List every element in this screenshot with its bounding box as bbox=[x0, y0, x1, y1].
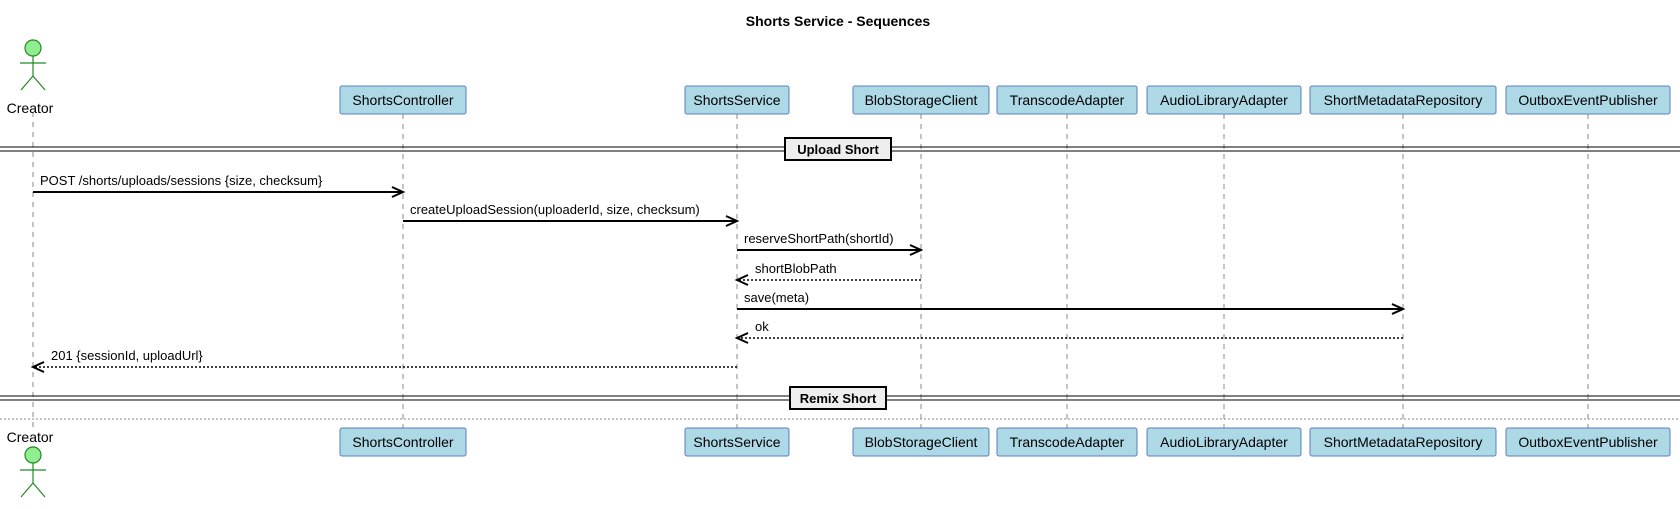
participant-label: ShortsController bbox=[352, 92, 453, 108]
arrowhead-icon bbox=[391, 186, 406, 198]
messages: POST /shorts/uploads/sessions {size, che… bbox=[30, 173, 1406, 373]
participant-box bbox=[339, 85, 467, 115]
participant-box bbox=[684, 427, 790, 457]
participant-box bbox=[1146, 427, 1302, 457]
message-return: 201 {sessionId, uploadUrl} bbox=[30, 348, 737, 373]
participant-box bbox=[1505, 85, 1671, 115]
actor-leg-icon bbox=[32, 482, 46, 498]
participant-label: OutboxEventPublisher bbox=[1518, 434, 1658, 450]
participant-audio-library-adapter-top: AudioLibraryAdapter bbox=[1146, 85, 1302, 115]
message-label: createUploadSession(uploaderId, size, ch… bbox=[410, 202, 700, 217]
actor-head-icon bbox=[24, 446, 42, 464]
participant-audio-library-adapter-bottom: AudioLibraryAdapter bbox=[1146, 427, 1302, 457]
arrowhead-icon bbox=[1391, 303, 1406, 315]
participant-label: ShortsService bbox=[693, 434, 780, 450]
actor-leg-icon bbox=[32, 75, 46, 91]
message-call: save(meta) bbox=[737, 290, 1406, 315]
participant-box bbox=[1309, 85, 1497, 115]
actor-label: Creator bbox=[7, 100, 54, 116]
participant-box bbox=[996, 427, 1138, 457]
participant-short-metadata-repository-bottom: ShortMetadataRepository bbox=[1309, 427, 1497, 457]
message-call: createUploadSession(uploaderId, size, ch… bbox=[403, 202, 740, 227]
participant-box bbox=[996, 85, 1138, 115]
message-return: shortBlobPath bbox=[734, 261, 921, 286]
arrowhead-icon bbox=[734, 274, 749, 286]
message-call: POST /shorts/uploads/sessions {size, che… bbox=[33, 173, 406, 198]
divider-label: Upload Short bbox=[797, 142, 879, 157]
arrowhead-icon bbox=[30, 361, 45, 373]
participant-transcode-adapter-top: TranscodeAdapter bbox=[996, 85, 1138, 115]
participant-label: ShortsService bbox=[693, 92, 780, 108]
participant-label: ShortMetadataRepository bbox=[1324, 92, 1483, 108]
actor-leg-icon bbox=[20, 482, 34, 498]
participant-blob-storage-client-top: BlobStorageClient bbox=[852, 85, 990, 115]
participant-label: BlobStorageClient bbox=[865, 434, 978, 450]
participant-label: TranscodeAdapter bbox=[1010, 92, 1125, 108]
participant-label: TranscodeAdapter bbox=[1010, 434, 1125, 450]
message-return: ok bbox=[734, 319, 1403, 344]
message-label: ok bbox=[755, 319, 769, 334]
participant-shorts-controller-top: ShortsController bbox=[339, 85, 467, 115]
actor-head-icon bbox=[24, 39, 42, 57]
message-label: save(meta) bbox=[744, 290, 809, 305]
participant-box bbox=[684, 85, 790, 115]
participant-label: AudioLibraryAdapter bbox=[1160, 434, 1288, 450]
actor-creator: Creator bbox=[7, 429, 54, 498]
participant-transcode-adapter-bottom: TranscodeAdapter bbox=[996, 427, 1138, 457]
participant-box bbox=[852, 427, 990, 457]
actor-creator: Creator bbox=[7, 39, 54, 116]
divider-label: Remix Short bbox=[800, 391, 877, 406]
participant-label: OutboxEventPublisher bbox=[1518, 92, 1658, 108]
participant-box bbox=[1146, 85, 1302, 115]
participant-shorts-controller-bottom: ShortsController bbox=[339, 427, 467, 457]
participant-short-metadata-repository-top: ShortMetadataRepository bbox=[1309, 85, 1497, 115]
participant-box bbox=[852, 85, 990, 115]
participant-label: BlobStorageClient bbox=[865, 92, 978, 108]
participant-outbox-event-publisher-top: OutboxEventPublisher bbox=[1505, 85, 1671, 115]
arrowhead-icon bbox=[725, 215, 740, 227]
participant-label: AudioLibraryAdapter bbox=[1160, 92, 1288, 108]
participant-label: ShortMetadataRepository bbox=[1324, 434, 1483, 450]
participant-box bbox=[1505, 427, 1671, 457]
participant-outbox-event-publisher-bottom: OutboxEventPublisher bbox=[1505, 427, 1671, 457]
participant-label: ShortsController bbox=[352, 434, 453, 450]
divider-remix-short: Remix Short bbox=[0, 386, 1680, 410]
message-call: reserveShortPath(shortId) bbox=[737, 231, 924, 256]
message-label: POST /shorts/uploads/sessions {size, che… bbox=[40, 173, 323, 188]
participant-shorts-service-top: ShortsService bbox=[684, 85, 790, 115]
participant-blob-storage-client-bottom: BlobStorageClient bbox=[852, 427, 990, 457]
participant-shorts-service-bottom: ShortsService bbox=[684, 427, 790, 457]
message-label: reserveShortPath(shortId) bbox=[744, 231, 894, 246]
divider-box bbox=[789, 386, 887, 410]
participant-box bbox=[1309, 427, 1497, 457]
message-label: shortBlobPath bbox=[755, 261, 837, 276]
actor-label: Creator bbox=[7, 429, 54, 445]
message-label: 201 {sessionId, uploadUrl} bbox=[51, 348, 203, 363]
actor-leg-icon bbox=[20, 75, 34, 91]
divider-upload-short: Upload Short bbox=[0, 137, 1680, 161]
lifelines bbox=[32, 112, 1589, 430]
arrowhead-icon bbox=[909, 244, 924, 256]
participant-box bbox=[339, 427, 467, 457]
diagram-title: Shorts Service - Sequences bbox=[746, 13, 931, 29]
arrowhead-icon bbox=[734, 332, 749, 344]
divider-box bbox=[784, 137, 892, 161]
